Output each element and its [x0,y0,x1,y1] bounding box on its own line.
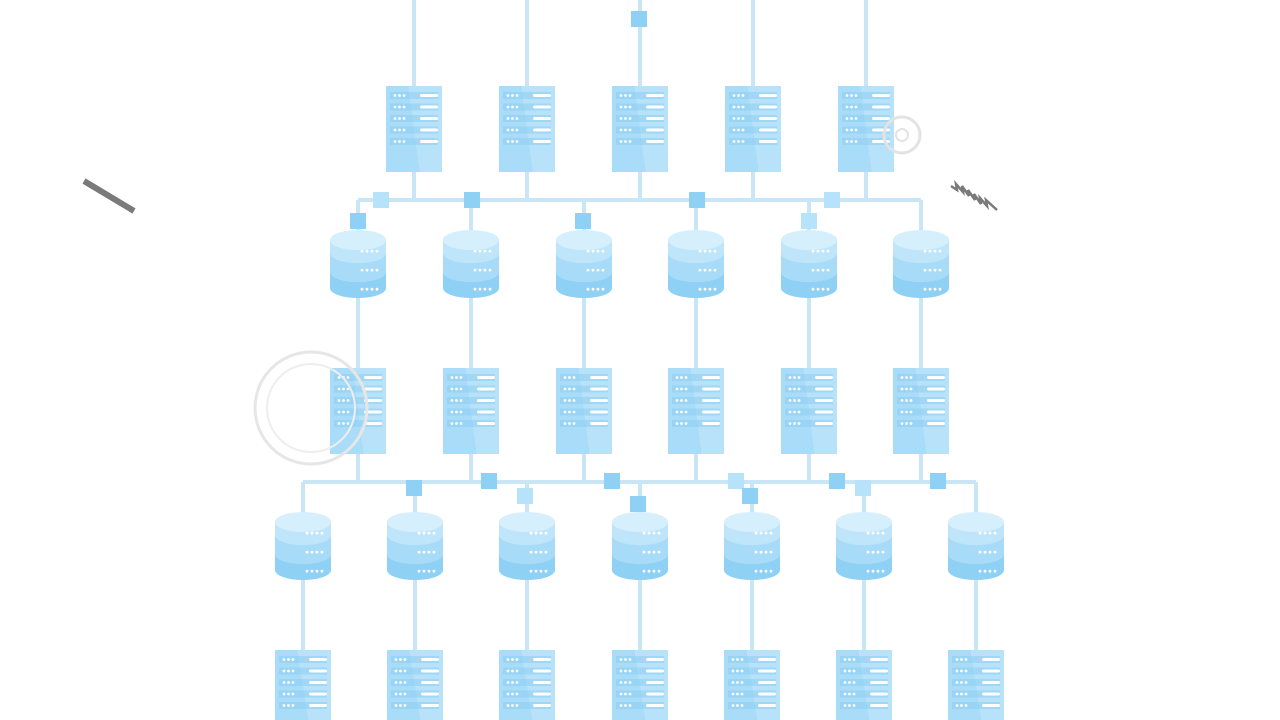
connector-node-icon [406,480,422,496]
device-rows [275,86,1004,720]
database-icon [893,230,950,298]
ring-decoration-icon [253,350,369,466]
server-icon [499,650,555,720]
connector-nodes [350,11,946,512]
decorations [82,115,998,466]
database-icon [836,512,892,580]
server-icon [893,368,949,454]
database-icon [499,512,555,580]
server-icon [386,86,442,172]
database-icon [948,512,1004,580]
connector-node-icon [481,473,497,489]
connector-node-icon [604,473,620,489]
connector-node-icon [829,473,845,489]
connector-node-icon [517,488,533,504]
database-icon [612,512,668,580]
connector-node-icon [801,213,817,229]
connector-node-icon [742,488,758,504]
database-icon [724,512,780,580]
database-icon [781,230,837,298]
slash-decoration-icon [82,178,136,214]
database-icon [275,512,331,580]
row-1 [386,86,894,172]
server-icon [836,650,892,720]
server-icon [948,650,1004,720]
connector-node-icon [930,473,946,489]
connector-node-icon [630,496,646,512]
server-icon [612,650,668,720]
server-icon [668,368,724,454]
connector-node-icon [631,11,647,27]
row-5 [275,650,1004,720]
database-icon [387,512,443,580]
database-icon [556,230,612,298]
server-icon [724,650,780,720]
server-icon [725,86,781,172]
server-icon [387,650,443,720]
server-icon [612,86,668,172]
connector-node-icon [728,473,744,489]
connector-node-icon [373,192,389,208]
database-icon [443,230,499,298]
connector-node-icon [855,480,871,496]
server-icon [781,368,837,454]
connector-node-icon [824,192,840,208]
database-icon [330,230,386,298]
server-icon [275,650,331,720]
server-icon [556,368,612,454]
row-2 [330,230,950,298]
connector-node-icon [575,213,591,229]
zigzag-decoration-icon [950,179,998,211]
row-3 [330,368,949,454]
database-icon [668,230,724,298]
row-4 [275,512,1004,580]
connector-node-icon [689,192,705,208]
connector-node-icon [350,213,366,229]
server-icon [499,86,555,172]
connector-node-icon [464,192,480,208]
server-icon [443,368,499,454]
ring-decoration-icon [882,115,922,155]
